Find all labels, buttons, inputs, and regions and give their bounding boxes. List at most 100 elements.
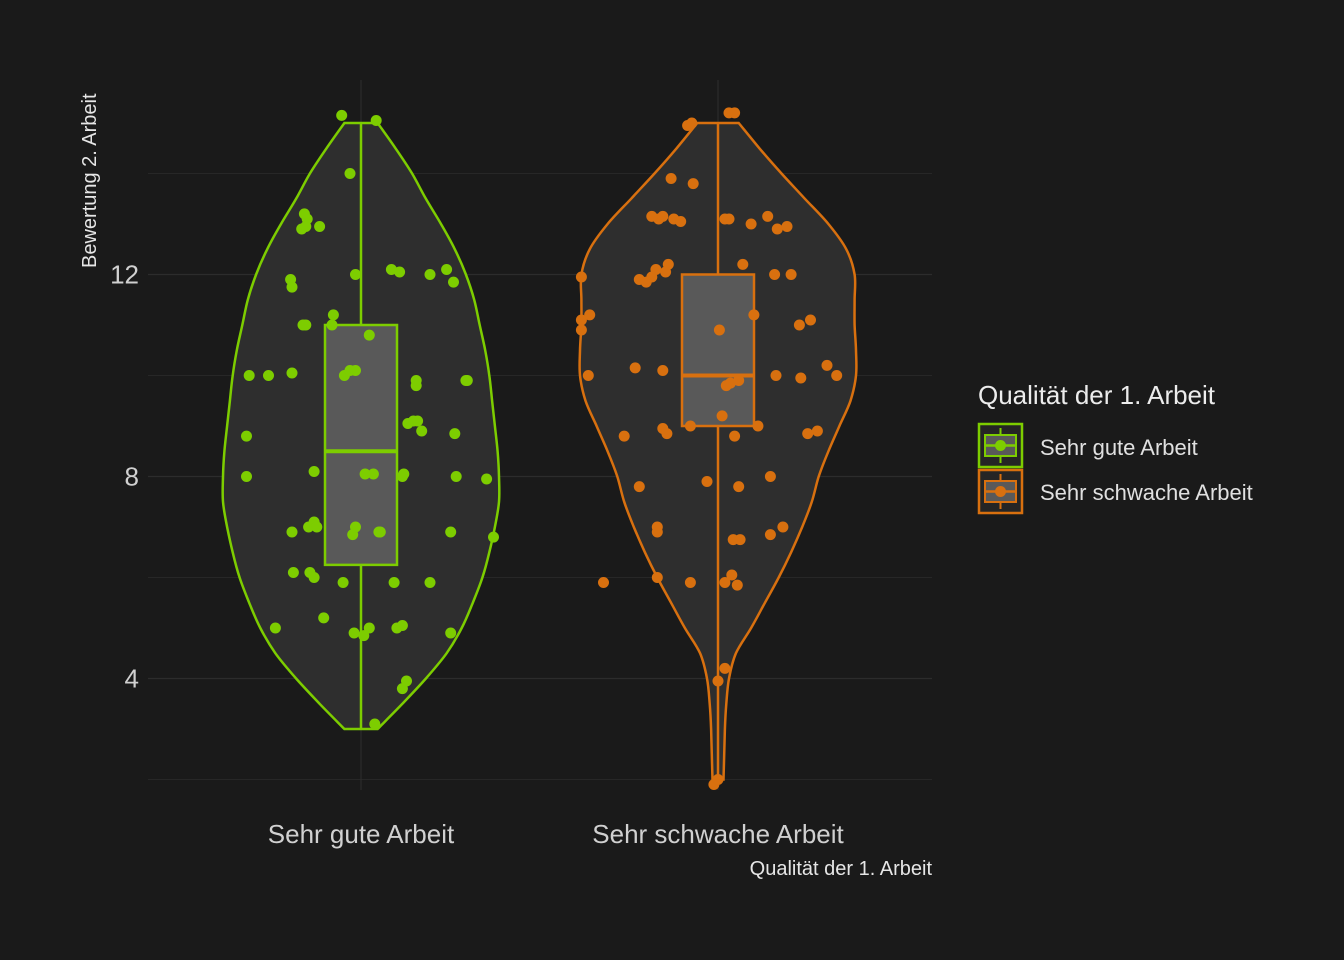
data-point (286, 281, 298, 293)
data-point (358, 630, 370, 642)
data-point (831, 370, 843, 381)
data-point (348, 627, 360, 639)
data-point (650, 264, 662, 275)
data-point (481, 473, 493, 485)
data-point (327, 309, 339, 321)
data-point (719, 662, 731, 674)
data-point (646, 210, 658, 222)
y-tick-label: 8 (125, 462, 139, 492)
data-point (629, 362, 641, 374)
data-point (359, 468, 371, 480)
data-point (598, 577, 609, 588)
x-axis-title: Qualität der 1. Arbeit (750, 858, 933, 880)
data-point (308, 572, 320, 583)
data-point (298, 208, 310, 220)
data-point (640, 276, 652, 288)
data-point (737, 258, 749, 270)
data-point (662, 258, 674, 270)
data-point (445, 627, 457, 639)
data-point (748, 309, 760, 321)
data-point (582, 370, 594, 381)
data-point (764, 471, 776, 482)
data-point (287, 567, 299, 578)
data-point (243, 370, 255, 381)
data-point (363, 329, 375, 341)
data-point (401, 675, 412, 687)
data-point (410, 375, 422, 386)
data-point (726, 569, 738, 581)
x-tick-label: Sehr gute Arbeit (268, 819, 455, 849)
data-point (821, 359, 833, 371)
data-point (350, 269, 361, 280)
data-point (575, 324, 587, 336)
data-point (241, 430, 252, 442)
data-point (336, 109, 348, 121)
data-point (337, 577, 349, 588)
data-point (762, 210, 774, 222)
data-point (396, 620, 408, 631)
legend-label-sehr-gute: Sehr gute Arbeit (1040, 435, 1198, 460)
data-point (719, 213, 731, 225)
data-point (318, 612, 330, 624)
data-point (684, 420, 696, 432)
data-point (684, 577, 696, 588)
data-point (416, 425, 428, 437)
boxplot-layer (323, 123, 756, 780)
data-point (734, 534, 746, 546)
data-point (412, 415, 424, 427)
data-point (394, 266, 406, 278)
data-point (781, 221, 793, 232)
data-point (449, 428, 461, 440)
box-iqr (323, 323, 399, 567)
data-point (651, 572, 663, 583)
data-point (445, 526, 457, 538)
data-point (269, 622, 281, 634)
data-point (713, 324, 725, 336)
legend-key-icon (977, 422, 1024, 469)
data-point (770, 370, 782, 381)
data-point (286, 526, 298, 538)
y-axis-title: Bewertung 2. Arbeit (79, 93, 101, 268)
data-point (488, 531, 499, 543)
data-point (263, 370, 274, 381)
data-point (665, 173, 677, 184)
data-point (369, 718, 381, 730)
data-point (584, 309, 596, 321)
data-point (795, 372, 807, 384)
data-point (363, 622, 375, 634)
data-point (731, 579, 743, 591)
data-point (618, 430, 630, 442)
data-point (300, 319, 312, 331)
data-point (745, 218, 757, 230)
jitter-points-layer (241, 107, 843, 790)
data-point (657, 210, 669, 222)
data-point (712, 774, 724, 785)
data-point (448, 276, 459, 288)
data-point (733, 481, 745, 493)
data-point (724, 377, 736, 389)
data-point (657, 423, 669, 434)
data-point (729, 430, 741, 442)
data-point (805, 314, 816, 326)
y-tick-label: 12 (110, 260, 139, 290)
data-point (241, 471, 252, 482)
data-point (769, 269, 781, 280)
data-point (771, 223, 783, 235)
data-point (793, 319, 805, 331)
data-point (314, 221, 326, 232)
data-point (374, 526, 386, 538)
legend-keys (977, 422, 1024, 515)
data-point (802, 428, 814, 440)
data-point (686, 117, 698, 129)
data-point (719, 577, 731, 588)
box-iqr (680, 273, 756, 428)
data-point (424, 577, 436, 588)
data-point (326, 319, 338, 331)
data-point (764, 529, 776, 541)
data-point (308, 466, 320, 477)
data-point (675, 216, 687, 227)
data-point (651, 521, 663, 533)
